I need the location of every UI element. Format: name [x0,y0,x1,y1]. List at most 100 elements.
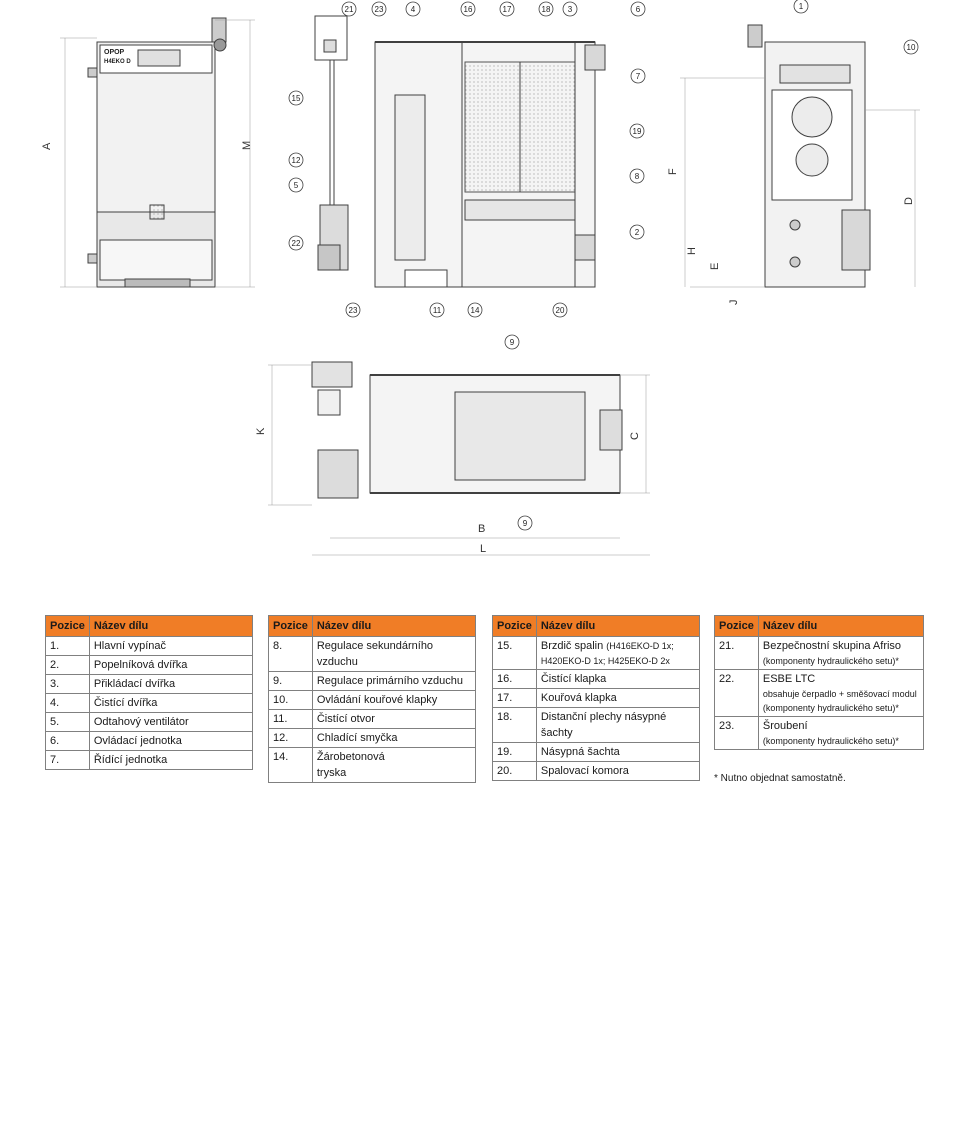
dim-h: H [686,247,698,255]
table-row: 11.Čistící otvor [268,709,477,729]
callout-20: 20 [552,302,568,318]
callout-18: 18 [538,1,554,17]
svg-text:17: 17 [503,5,512,14]
svg-text:21: 21 [345,5,354,14]
header-pozice: Pozice [492,615,537,637]
dim-j: J [728,300,740,306]
table-row: 7.Řídící jednotka [45,750,254,770]
svg-text:10: 10 [907,43,916,52]
table-row: 10.Ovládání kouřové klapky [268,690,477,710]
svg-text:5: 5 [294,181,299,190]
callout-6: 6 [630,1,646,17]
callout-4: 4 [405,1,421,17]
svg-text:14: 14 [471,306,480,315]
svg-text:18: 18 [542,5,551,14]
table-row: 8.Regulace sekundárního vzduchu [268,636,477,672]
dim-a: A [41,142,53,150]
callout-10: 10 [903,39,919,55]
callout-7: 7 [630,68,646,84]
dim-l: L [480,543,486,555]
brand-model: H4EKO D [104,59,131,65]
svg-text:11: 11 [433,306,442,315]
svg-text:9: 9 [523,519,528,528]
technical-drawing: OPOP H4EKO D A M [41,0,920,556]
svg-text:16: 16 [464,5,473,14]
dim-e: E [709,263,721,270]
table-row: 15.Brzdič spalin (H416EKO-D 1x;H420EKO-D… [492,636,701,670]
table-row: 4.Čistící dvířka [45,693,254,713]
table-row: 20.Spalovací komora [492,761,701,781]
dim-f: F [667,168,679,175]
dim-m: M [241,141,253,150]
table-row: 23.Šroubení(komponenty hydraulického set… [714,716,925,750]
svg-text:22: 22 [292,239,301,248]
header-pozice: Pozice [45,615,90,637]
svg-text:6: 6 [636,5,641,14]
table-row: 1.Hlavní vypínač [45,636,254,656]
svg-text:7: 7 [636,72,641,81]
callout-2: 2 [629,224,645,240]
callout-9-2: 9 [517,515,533,531]
dim-d: D [903,197,915,205]
brand-logo: OPOP [104,49,125,56]
parts-table-3: Pozice Název dílu 15.Brzdič spalin (H416… [492,615,701,781]
parts-table-4: Pozice Název dílu 21.Bezpečnostní skupin… [714,615,925,750]
dim-b: B [478,523,485,535]
header-nazev: Název dílu [757,615,925,637]
svg-text:20: 20 [556,306,565,315]
dim-k: K [255,427,267,435]
svg-text:1: 1 [799,2,804,11]
callout-22: 22 [288,235,304,251]
table-row: 18.Distanční plechy násypné šachty [492,707,701,743]
callout-11: 11 [429,302,445,318]
top-view [268,361,650,556]
callout-9: 9 [504,334,520,350]
header-pozice: Pozice [268,615,313,637]
header-nazev: Název dílu [88,615,254,637]
svg-text:9: 9 [510,338,515,347]
callout-19: 19 [629,123,645,139]
parts-table-1: Pozice Název dílu 1.Hlavní vypínač 2.Pop… [45,615,254,770]
table-row: 9.Regulace primárního vzduchu [268,671,477,691]
callout-17: 17 [499,1,515,17]
table-row: 6.Ovládací jednotka [45,731,254,751]
svg-text:19: 19 [633,127,642,136]
callout-23: 23 [371,1,387,17]
parts-table-2: Pozice Název dílu 8.Regulace sekundárníh… [268,615,477,783]
svg-text:23: 23 [349,306,358,315]
table-row: 19.Násypná šachta [492,742,701,762]
front-view [60,17,255,288]
table-row: 21.Bezpečnostní skupina Afriso(komponent… [714,636,925,670]
header-nazev: Název dílu [311,615,477,637]
callout-15: 15 [288,90,304,106]
footnote: * Nutno objednat samostatně. [714,773,846,784]
callout-16: 16 [460,1,476,17]
svg-text:8: 8 [635,172,640,181]
table-row: 3.Přikládací dvířka [45,674,254,694]
table-row: 5.Odtahový ventilátor [45,712,254,732]
side-view [680,24,920,288]
callout-12: 12 [288,152,304,168]
table-row: 16.Čistící klapka [492,669,701,689]
header-nazev: Název dílu [535,615,701,637]
dim-c: C [629,432,641,440]
callout-3: 3 [562,1,578,17]
svg-text:4: 4 [411,5,416,14]
svg-text:3: 3 [568,5,573,14]
callout-23-2: 23 [345,302,361,318]
table-row: 2.Popelníková dvířka [45,655,254,675]
header-pozice: Pozice [714,615,759,637]
svg-text:15: 15 [292,94,301,103]
callout-21: 21 [341,1,357,17]
callout-1: 1 [793,0,809,14]
table-row: 17.Kouřová klapka [492,688,701,708]
svg-text:23: 23 [375,5,384,14]
callout-8: 8 [629,168,645,184]
svg-text:2: 2 [635,228,640,237]
callout-14: 14 [467,302,483,318]
section-view [314,15,606,288]
callout-5: 5 [288,177,304,193]
